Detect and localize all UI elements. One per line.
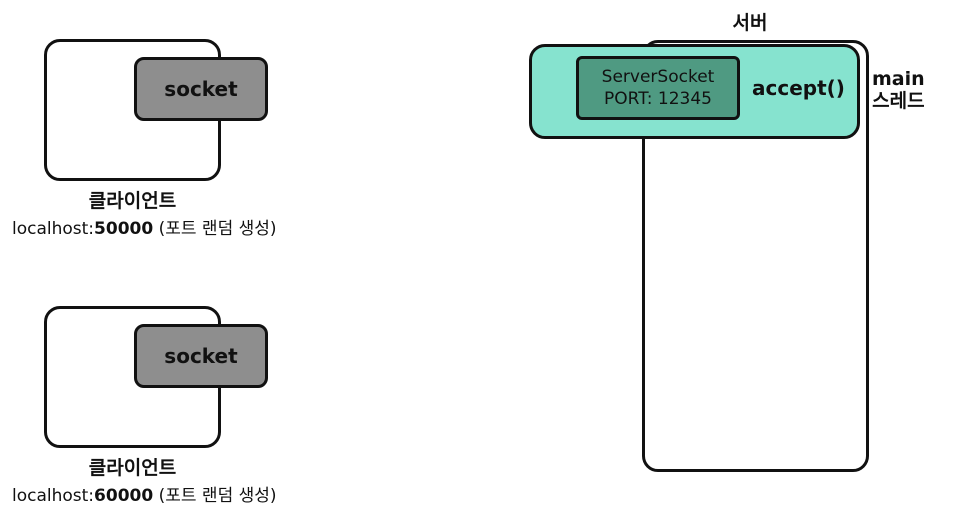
client-port-note: (포트 랜덤 생성) — [153, 219, 277, 239]
client-host: localhost: — [12, 219, 95, 239]
client-host: localhost: — [12, 486, 95, 506]
main-thread-label-line2: 스레드 — [872, 90, 925, 112]
client-port: 60000 — [94, 486, 154, 506]
client-title-1: 클라이언트 — [88, 190, 177, 212]
client-address-2: localhost:60000 (포트 랜덤 생성) — [12, 481, 277, 506]
client-socket-label: socket — [164, 77, 238, 101]
server-socket-box: ServerSocket PORT: 12345 — [576, 56, 740, 120]
client-address-1: localhost:50000 (포트 랜덤 생성) — [12, 214, 277, 239]
main-thread-label-line1: main — [872, 68, 925, 90]
client-port: 50000 — [94, 219, 154, 239]
client-title-2: 클라이언트 — [88, 457, 177, 479]
main-thread-label: main 스레드 — [872, 68, 925, 112]
accept-label: accept() — [752, 76, 845, 100]
client-socket-2: socket — [134, 324, 268, 388]
client-port-note: (포트 랜덤 생성) — [153, 486, 277, 506]
client-socket-1: socket — [134, 57, 268, 121]
client-socket-label: socket — [164, 344, 238, 368]
server-socket-name: ServerSocket — [601, 67, 715, 87]
server-socket-port: PORT: 12345 — [604, 89, 712, 109]
server-title: 서버 — [732, 12, 768, 34]
